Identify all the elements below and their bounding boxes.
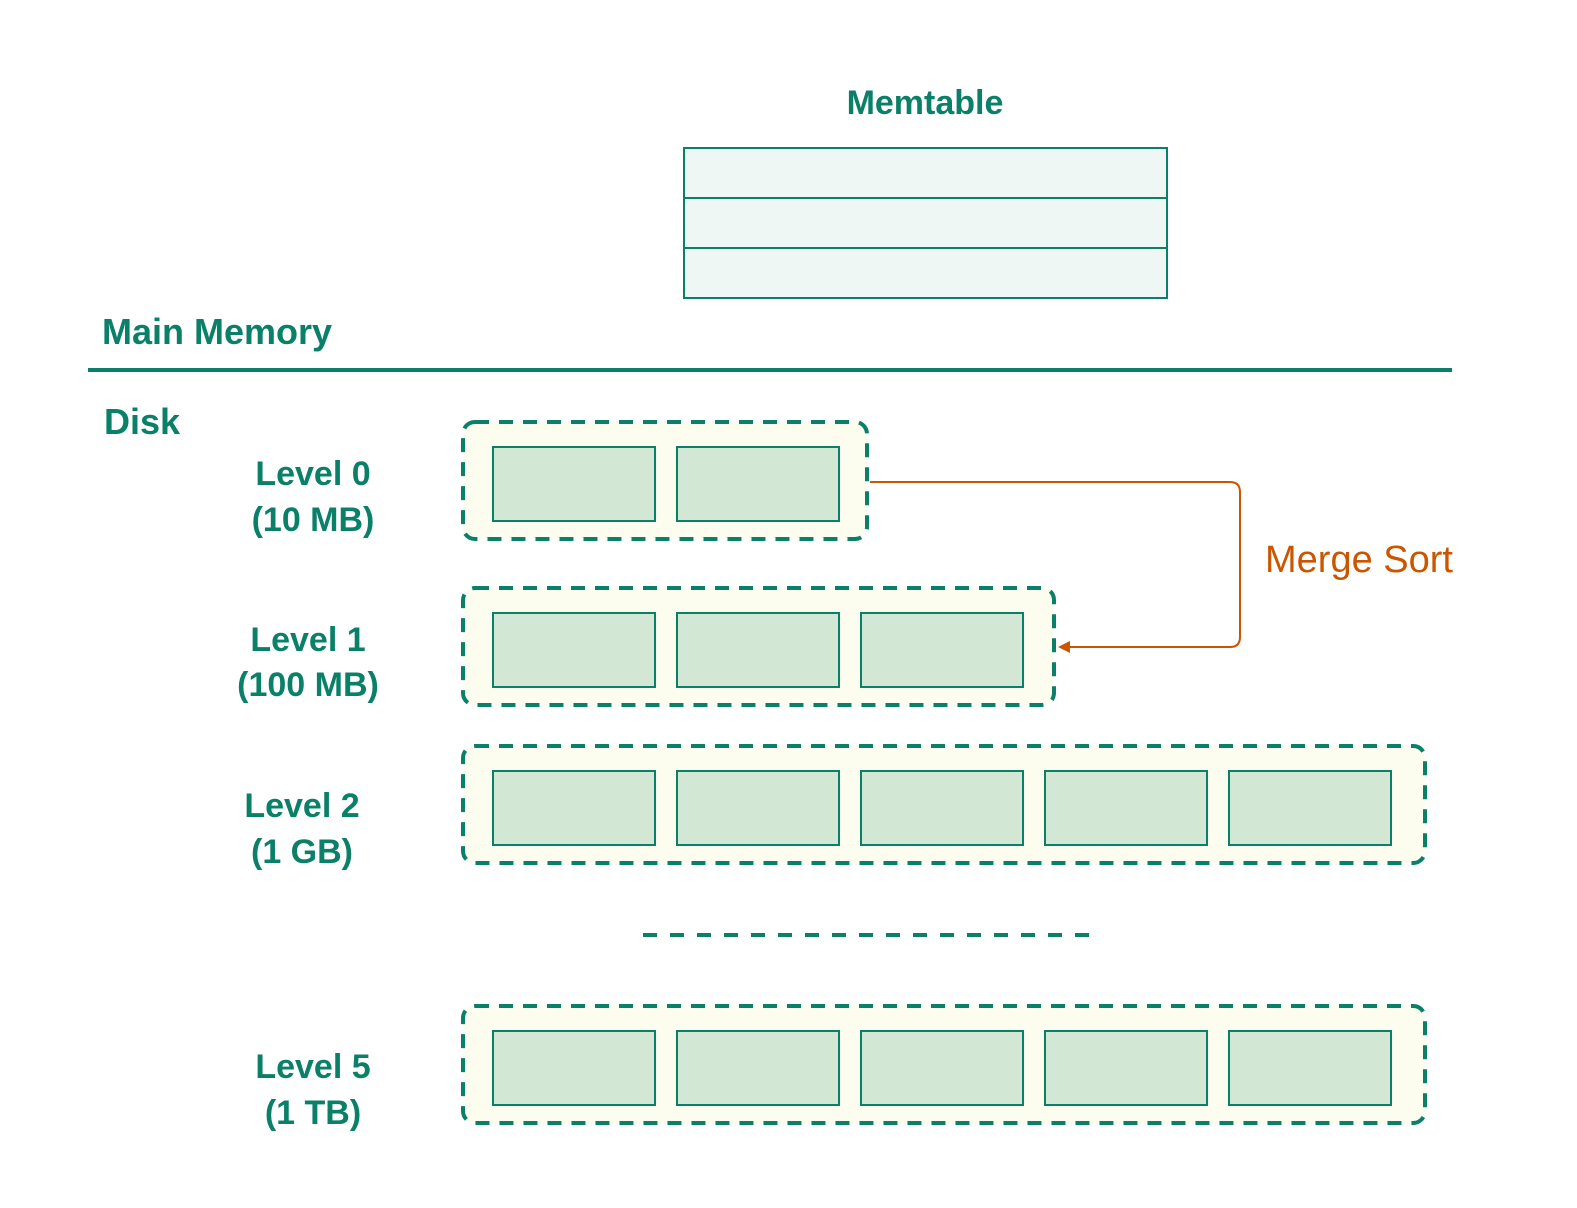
memtable-row bbox=[683, 197, 1168, 249]
disk-label: Disk bbox=[104, 401, 181, 442]
sstable-block bbox=[1044, 1030, 1208, 1106]
level-name: Level 1 bbox=[250, 621, 365, 659]
sstable-block bbox=[860, 1030, 1024, 1106]
sstable-block bbox=[860, 770, 1024, 846]
sstable-block bbox=[1228, 770, 1392, 846]
sstable-block bbox=[492, 770, 656, 846]
memtable-row bbox=[683, 247, 1168, 299]
level-name: Level 0 bbox=[255, 455, 370, 493]
sstable-block bbox=[492, 1030, 656, 1106]
level-0: Level 0 (10 MB) bbox=[252, 420, 869, 541]
sstable-block bbox=[492, 612, 656, 688]
memtable-row bbox=[683, 147, 1168, 199]
memtable: Memtable bbox=[683, 84, 1168, 299]
level-size: (1 GB) bbox=[251, 833, 353, 871]
level-name: Level 5 bbox=[255, 1048, 370, 1086]
sstable-block bbox=[676, 770, 840, 846]
level-2: Level 2 (1 GB) bbox=[244, 744, 1427, 871]
level-1: Level 1 (100 MB) bbox=[237, 586, 1056, 707]
sstable-block bbox=[860, 612, 1024, 688]
level-name: Level 2 bbox=[244, 787, 359, 825]
sstable-block bbox=[676, 446, 840, 522]
memtable-rows bbox=[683, 147, 1168, 299]
sstable-block bbox=[1044, 770, 1208, 846]
level-5: Level 5 (1 TB) bbox=[255, 1004, 1427, 1132]
sstable-block bbox=[676, 1030, 840, 1106]
level-size: (10 MB) bbox=[252, 501, 375, 539]
merge-sort-label: Merge Sort bbox=[1265, 539, 1453, 581]
sstable-block bbox=[492, 446, 656, 522]
main-memory-label: Main Memory bbox=[102, 311, 332, 352]
level-size: (100 MB) bbox=[237, 666, 379, 704]
memtable-title: Memtable bbox=[847, 84, 1004, 122]
level-size: (1 TB) bbox=[265, 1094, 361, 1132]
sstable-block bbox=[1228, 1030, 1392, 1106]
levels: Level 0 (10 MB) Level 1 (100 MB) Level 2 (1 G… bbox=[237, 420, 1427, 1132]
merge-arrow bbox=[870, 481, 1241, 653]
sstable-block bbox=[676, 612, 840, 688]
